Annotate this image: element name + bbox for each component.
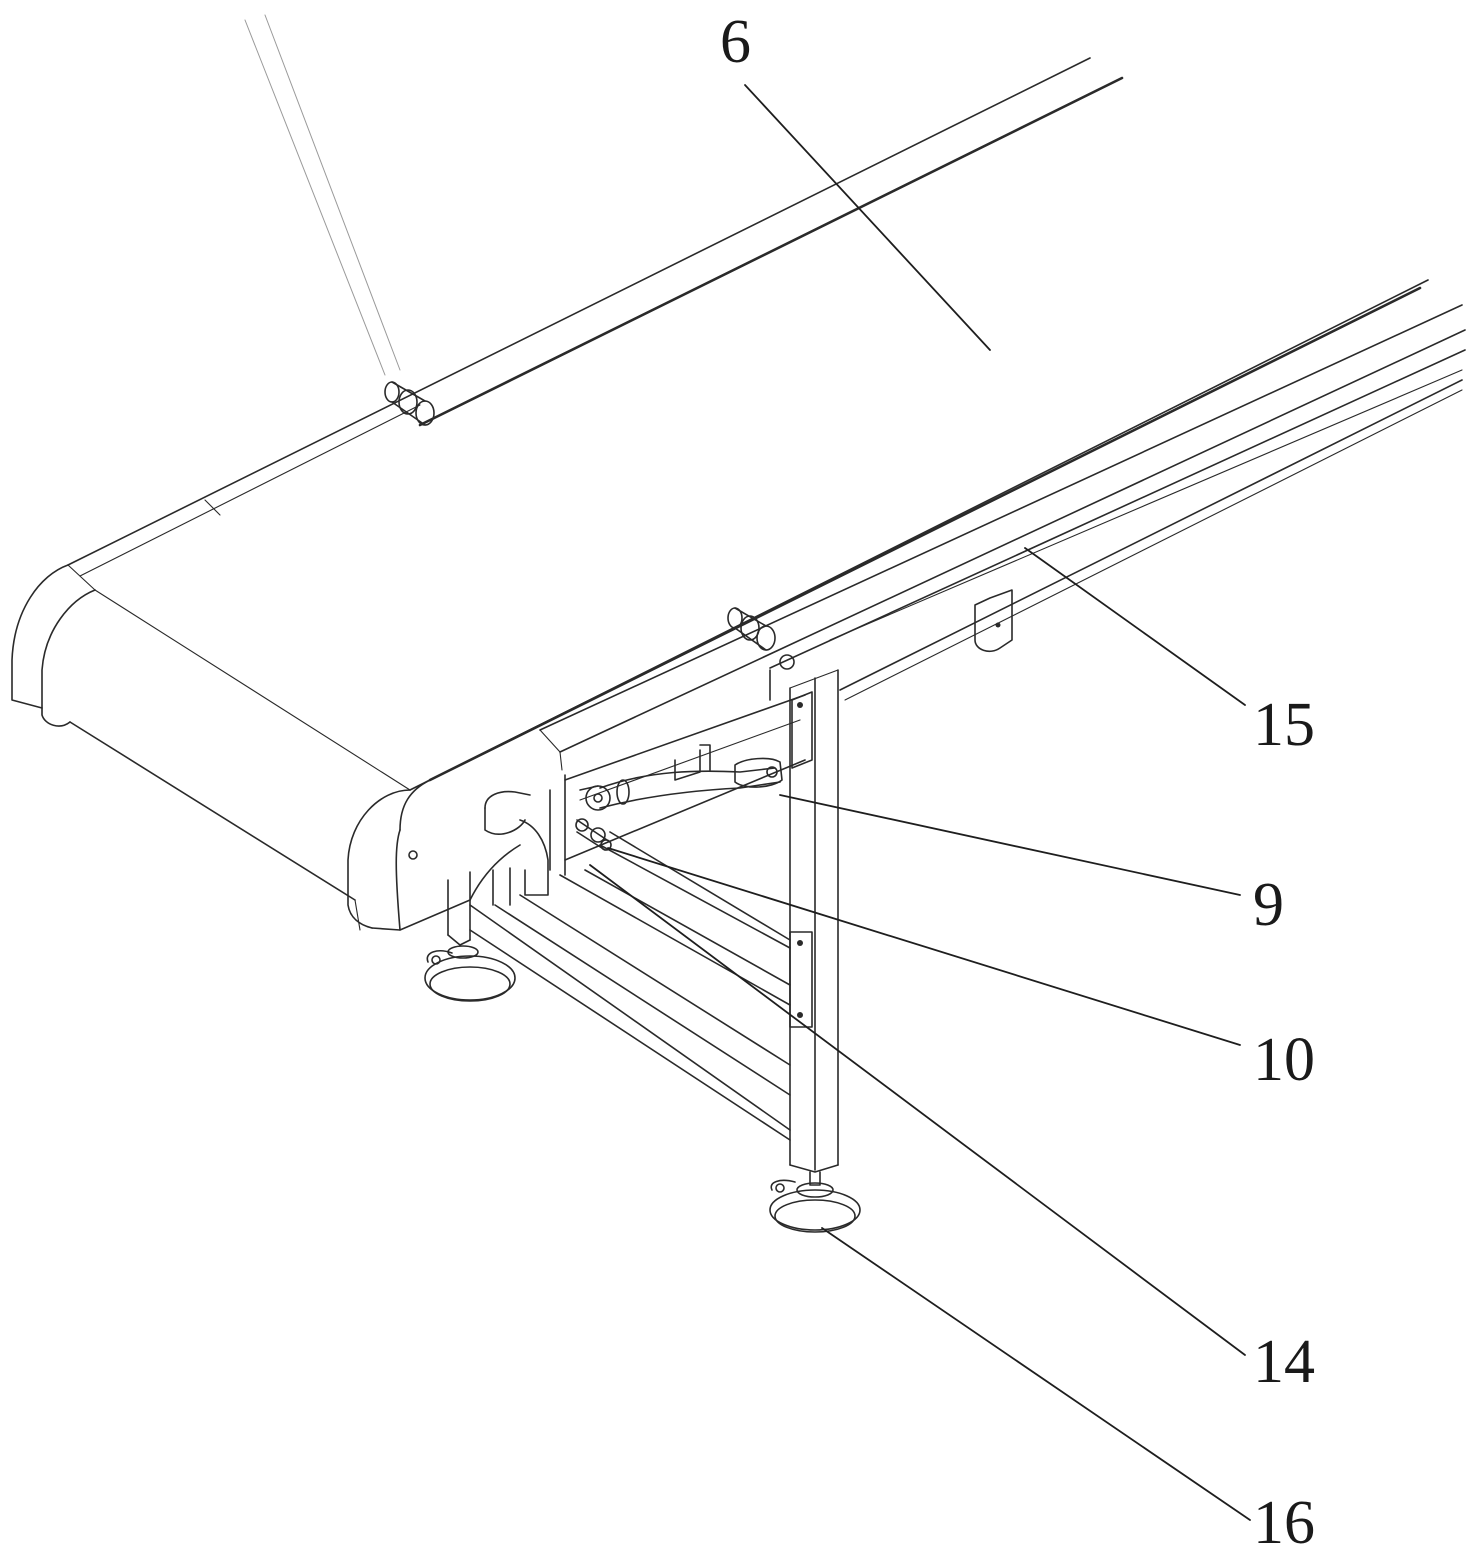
label-14: 14 xyxy=(1253,1328,1315,1396)
mounting-frame xyxy=(484,694,806,906)
rail-connector-near xyxy=(727,607,776,651)
rail-connector-far xyxy=(384,381,435,426)
link-rod xyxy=(579,757,783,811)
leader-15 xyxy=(1024,547,1246,706)
side-bracket xyxy=(974,589,1013,652)
label-6: 6 xyxy=(720,8,751,76)
support-leg-front xyxy=(769,654,839,1173)
leader-9 xyxy=(779,794,1241,896)
leader-6 xyxy=(744,84,991,351)
adjusting-bolt xyxy=(575,818,612,851)
adjustable-foot-front xyxy=(769,1171,861,1233)
adjustable-foot-rear xyxy=(424,945,516,1002)
label-10: 10 xyxy=(1253,1026,1315,1094)
label-16: 16 xyxy=(1253,1489,1315,1550)
leader-14 xyxy=(589,864,1246,1356)
reference-labels: 6 15 9 10 14 16 xyxy=(720,8,1315,1550)
label-9: 9 xyxy=(1253,871,1284,939)
support-leg-rear xyxy=(447,871,471,946)
conveyor-belt xyxy=(11,14,1466,931)
leader-lines xyxy=(589,84,1251,1521)
lower-frame xyxy=(469,831,791,1141)
leader-10 xyxy=(607,847,1241,1046)
label-15: 15 xyxy=(1253,691,1315,759)
leader-16 xyxy=(821,1227,1251,1521)
